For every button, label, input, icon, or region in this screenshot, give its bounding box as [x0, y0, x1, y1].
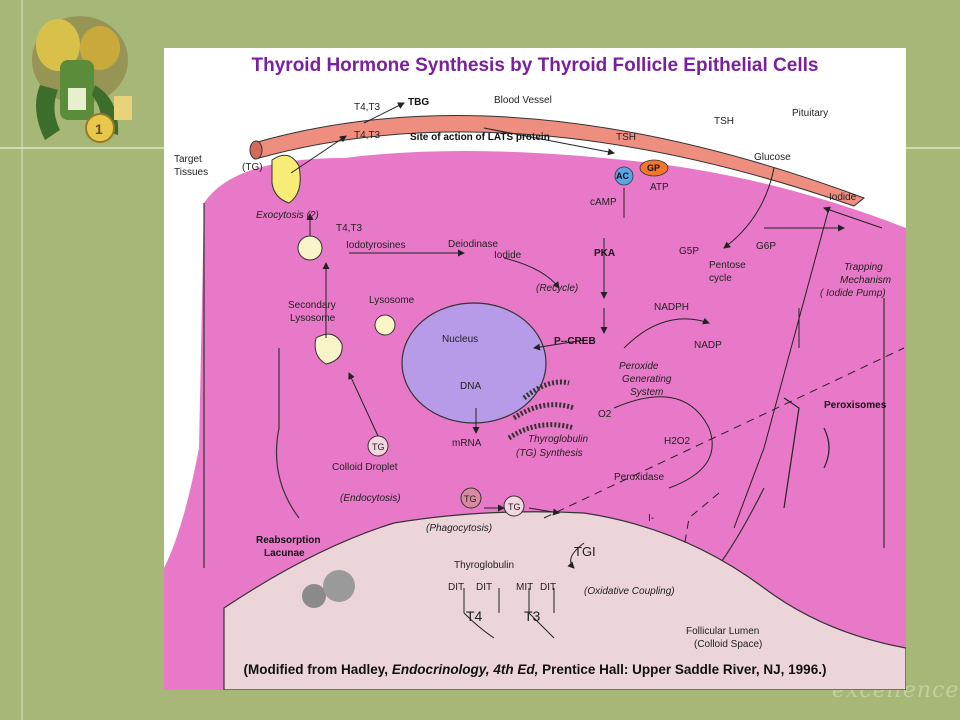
label-dit-3: DIT — [540, 582, 556, 593]
label-t3: T3 — [524, 608, 541, 624]
label-pcreb: P--CREB — [554, 336, 596, 347]
label-peroxide-1: Peroxide — [619, 361, 659, 372]
diagram-figure: Blood Vessel TBG T4,T3 T4,T3 Site of act… — [164, 48, 906, 690]
label-iodide-ion: I- — [648, 513, 654, 524]
label-trapping-1: Trapping — [844, 262, 883, 273]
label-iodotyrosines: Iodotyrosines — [346, 240, 405, 251]
label-thyroglobulin-1: Thyroglobulin — [528, 434, 588, 445]
label-secondary-2: Lysosome — [290, 313, 336, 324]
caption-prefix: (Modified from Hadley, — [243, 662, 392, 677]
label-nadph: NADPH — [654, 302, 689, 313]
label-reabsorption-2: Lacunae — [264, 548, 305, 559]
label-iodide-right: Iodide — [829, 192, 857, 203]
label-trapping-3: ( Iodide Pump) — [820, 288, 886, 299]
label-g6p: G6P — [756, 241, 776, 252]
reabsorption-lacuna-1 — [302, 584, 326, 608]
rough-er — [507, 379, 575, 441]
gp-protein — [639, 159, 669, 177]
label-thyroglobulin-lumen: Thyroglobulin — [454, 560, 514, 571]
figure-caption: (Modified from Hadley, Endocrinology, 4t… — [164, 662, 906, 677]
label-deiodinase: Deiodinase — [448, 239, 498, 250]
lysosome — [374, 314, 396, 336]
label-reabsorption-1: Reabsorption — [256, 535, 320, 546]
label-dit-1: DIT — [448, 582, 464, 593]
exocytosis-vesicle — [297, 235, 323, 261]
label-endocytosis: (Endocytosis) — [340, 493, 401, 504]
label-dna: DNA — [460, 381, 481, 392]
label-tg-top: (TG) — [242, 162, 263, 173]
label-peroxisomes: Peroxisomes — [824, 400, 887, 411]
label-pka: PKA — [594, 248, 615, 259]
label-t4t3-exo: T4,T3 — [336, 223, 363, 234]
follicular-lumen — [223, 511, 906, 690]
label-t4: T4 — [466, 608, 483, 624]
caption-book: Endocrinology, 4th Ed, — [391, 662, 539, 677]
label-tbg: TBG — [408, 97, 429, 108]
label-ac: AC — [616, 171, 629, 181]
label-o2: O2 — [598, 409, 612, 420]
thyroid-diagram: Blood Vessel TBG T4,T3 T4,T3 Site of act… — [164, 95, 906, 690]
label-target-tissues-2: Tissues — [174, 167, 208, 178]
label-tg-b: TG — [508, 502, 521, 512]
label-lumen-1: Follicular Lumen — [686, 626, 759, 637]
figure-title: Thyroid Hormone Synthesis by Thyroid Fol… — [251, 55, 819, 76]
label-nucleus: Nucleus — [442, 334, 478, 345]
label-blood-vessel: Blood Vessel — [494, 95, 552, 106]
label-atp: ATP — [650, 182, 669, 193]
blood-vessel — [253, 115, 866, 207]
label-exocytosis: Exocytosis (?) — [256, 210, 319, 221]
label-h2o2: H2O2 — [664, 436, 691, 447]
label-oxidative: (Oxidative Coupling) — [584, 586, 675, 597]
label-iodide-mid: Iodide — [494, 250, 522, 261]
label-trapping-2: Mechanism — [840, 275, 891, 286]
label-peroxide-2: Generating — [622, 374, 672, 385]
label-tg-droplet: TG — [372, 442, 385, 452]
caption-suffix: Prentice Hall: Upper Saddle River, NJ, 1… — [538, 662, 827, 677]
label-nadp: NADP — [694, 340, 722, 351]
label-dit-2: DIT — [476, 582, 492, 593]
label-lumen-2: (Colloid Space) — [694, 639, 762, 650]
label-peroxidase: Peroxidase — [614, 472, 664, 483]
svg-text:1: 1 — [95, 121, 103, 137]
tg-vesicle-a — [460, 487, 482, 509]
reabsorption-lacuna-2 — [323, 570, 355, 602]
label-gp: GP — [647, 163, 660, 173]
exocytosis-vesicle-top — [271, 154, 301, 204]
label-phagocytosis: (Phagocytosis) — [426, 523, 492, 534]
label-thyroglobulin-2: (TG) Synthesis — [516, 448, 583, 459]
label-g5p: G5P — [679, 246, 699, 257]
label-t4t3-top: T4,T3 — [354, 102, 381, 113]
label-tsh-cell: TSH — [616, 132, 636, 143]
label-pentose-1: Pentose — [709, 260, 746, 271]
nucleus — [401, 302, 547, 424]
label-peroxide-3: System — [630, 387, 663, 398]
label-tsh-vessel: TSH — [714, 116, 734, 127]
label-tgi: TGI — [574, 544, 596, 559]
label-mit: MIT — [516, 582, 533, 593]
label-secondary-1: Secondary — [288, 300, 336, 311]
label-t4t3-mid: T4,T3 — [354, 130, 381, 141]
label-lysosome: Lysosome — [369, 295, 415, 306]
ac-enzyme — [614, 166, 634, 186]
label-mrna: mRNA — [452, 438, 482, 449]
label-glucose: Glucose — [754, 152, 791, 163]
secondary-lysosome — [314, 333, 343, 365]
label-pituitary: Pituitary — [792, 108, 828, 119]
label-lats: Site of action of LATS protein — [410, 132, 550, 143]
label-tg-a: TG — [464, 494, 477, 504]
label-recycle: (Recycle) — [536, 283, 578, 294]
label-target-tissues-1: Target — [174, 154, 202, 165]
label-camp: cAMP — [590, 197, 617, 208]
clover-character-logo: 1 — [32, 16, 132, 143]
label-pentose-2: cycle — [709, 273, 732, 284]
label-colloid-droplet: Colloid Droplet — [332, 462, 398, 473]
